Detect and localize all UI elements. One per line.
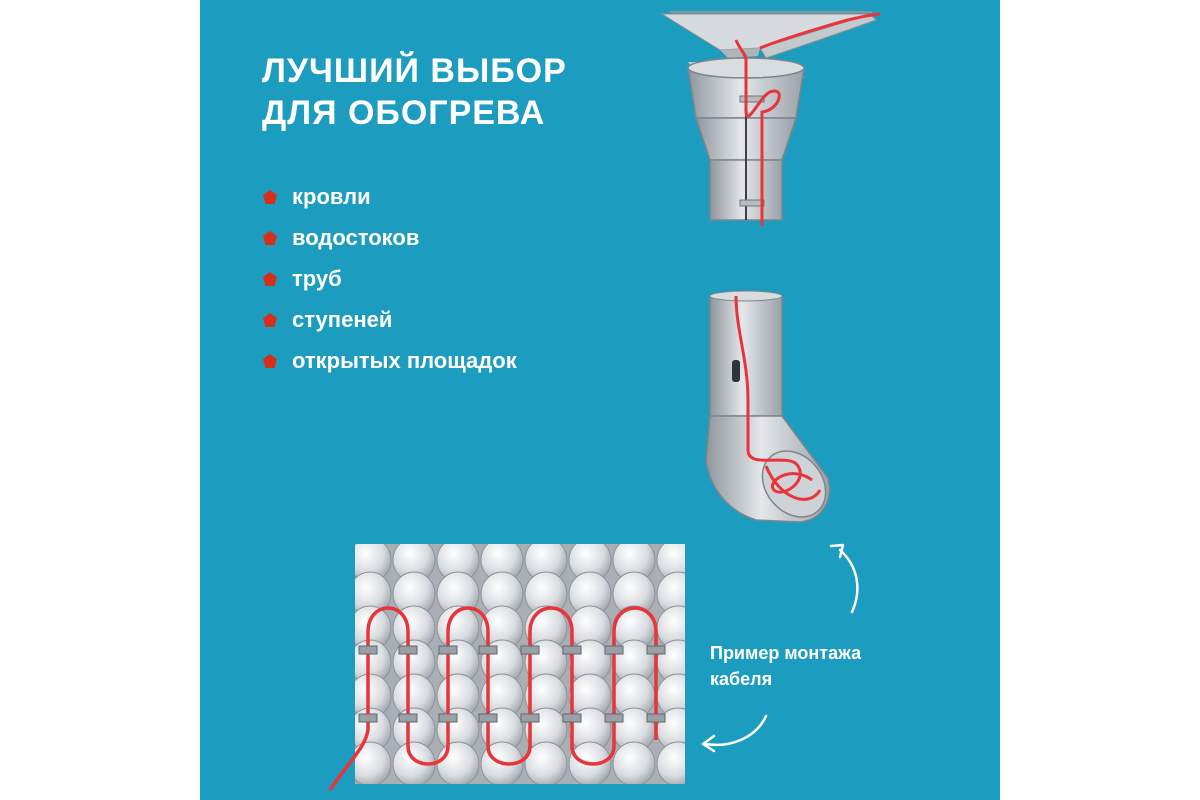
pentagon-bullet-icon xyxy=(263,312,277,327)
cable-clip xyxy=(398,645,418,655)
cable-clip xyxy=(646,713,666,723)
roof-tile xyxy=(524,741,568,784)
pentagon-bullet-icon xyxy=(263,189,277,204)
pentagon-bullet-icon xyxy=(263,230,277,245)
list-item-label: открытых площадок xyxy=(292,347,517,373)
roof-tile xyxy=(612,741,656,784)
roof-tile xyxy=(436,741,480,784)
cable-clip xyxy=(520,713,540,723)
cable-clip xyxy=(562,713,582,723)
cable-clip xyxy=(646,645,666,655)
cable-clip xyxy=(358,713,378,723)
elbow-pipe-illustration xyxy=(705,290,831,523)
application-list: кровли водостоков труб ступеней открытых… xyxy=(262,176,517,381)
cable-clip xyxy=(438,645,458,655)
infographic-panel: ЛУЧШИЙ ВЫБОР ДЛЯ ОБОГРЕВА кровли водосто… xyxy=(200,0,1000,800)
list-item: труб xyxy=(262,258,517,299)
cable-clip xyxy=(398,713,418,723)
cable-clip xyxy=(478,713,498,723)
pentagon-bullet-icon xyxy=(263,353,277,368)
curved-arrow-icon xyxy=(829,543,859,614)
pentagon-bullet-icon xyxy=(263,271,277,286)
installation-caption: Пример монтажа кабеля xyxy=(710,640,910,692)
headline: ЛУЧШИЙ ВЫБОР ДЛЯ ОБОГРЕВА xyxy=(262,50,567,134)
cable-clip xyxy=(520,645,540,655)
list-item-label: водостоков xyxy=(292,224,420,250)
caption-line-2: кабеля xyxy=(710,669,773,689)
illustration-layer xyxy=(328,11,881,791)
cable-clip xyxy=(604,713,624,723)
cable-clip xyxy=(604,645,624,655)
roof-tile xyxy=(355,741,392,784)
list-item: ступеней xyxy=(262,299,517,340)
list-item-label: труб xyxy=(292,265,342,291)
gutter-funnel-illustration xyxy=(660,11,881,226)
headline-line-2: ДЛЯ ОБОГРЕВА xyxy=(262,94,546,132)
list-item-label: кровли xyxy=(292,183,371,209)
curved-arrow-icon xyxy=(701,714,768,753)
list-item: открытых площадок xyxy=(262,340,517,381)
cable-clip xyxy=(562,645,582,655)
tiled-roof-illustration xyxy=(328,544,685,791)
headline-line-1: ЛУЧШИЙ ВЫБОР xyxy=(262,52,567,90)
roof-tile xyxy=(656,741,685,784)
cable-clip xyxy=(478,645,498,655)
caption-line-1: Пример монтажа xyxy=(710,643,862,663)
list-item: водостоков xyxy=(262,217,517,258)
cable-clip xyxy=(358,645,378,655)
cable-clip xyxy=(438,713,458,723)
list-item-label: ступеней xyxy=(292,306,393,332)
list-item: кровли xyxy=(262,176,517,217)
